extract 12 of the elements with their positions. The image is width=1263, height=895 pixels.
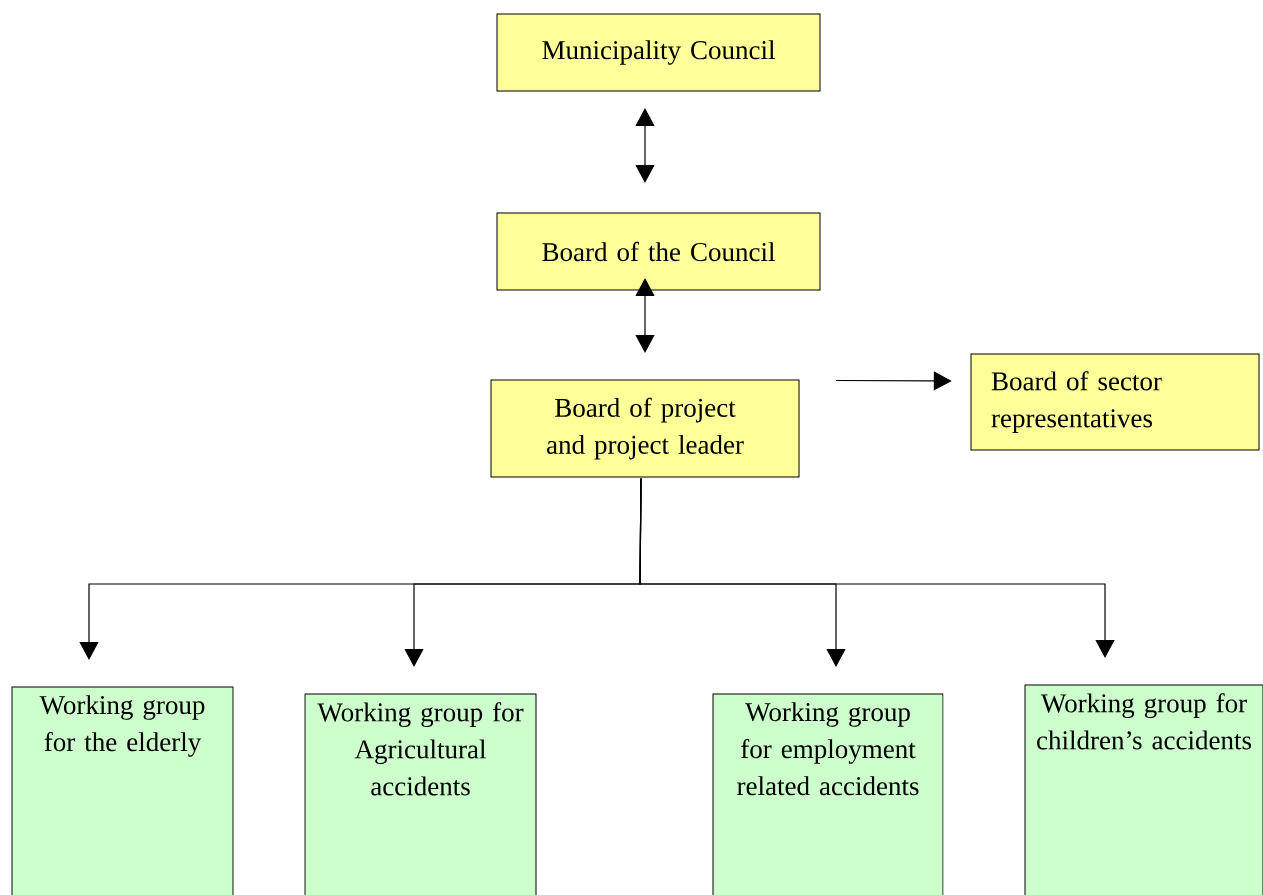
org-box: Working group for employment related accidents: [712, 693, 944, 895]
org-box: Working group for Agricultural accidents: [304, 693, 537, 895]
arrow: [635, 108, 655, 183]
org-box: Working group for children’s accidents: [1024, 684, 1263, 895]
org-box: Board of the Council: [496, 212, 821, 291]
org-box: Working group for the elderly: [11, 686, 234, 895]
arrow: [835, 371, 952, 391]
arrow: [639, 477, 1115, 658]
org-box: Board of sector representatives: [970, 353, 1260, 451]
org-box: Board of project and project leader: [490, 379, 800, 478]
org-box: Municipality Council: [496, 13, 821, 92]
arrow: [635, 278, 655, 353]
